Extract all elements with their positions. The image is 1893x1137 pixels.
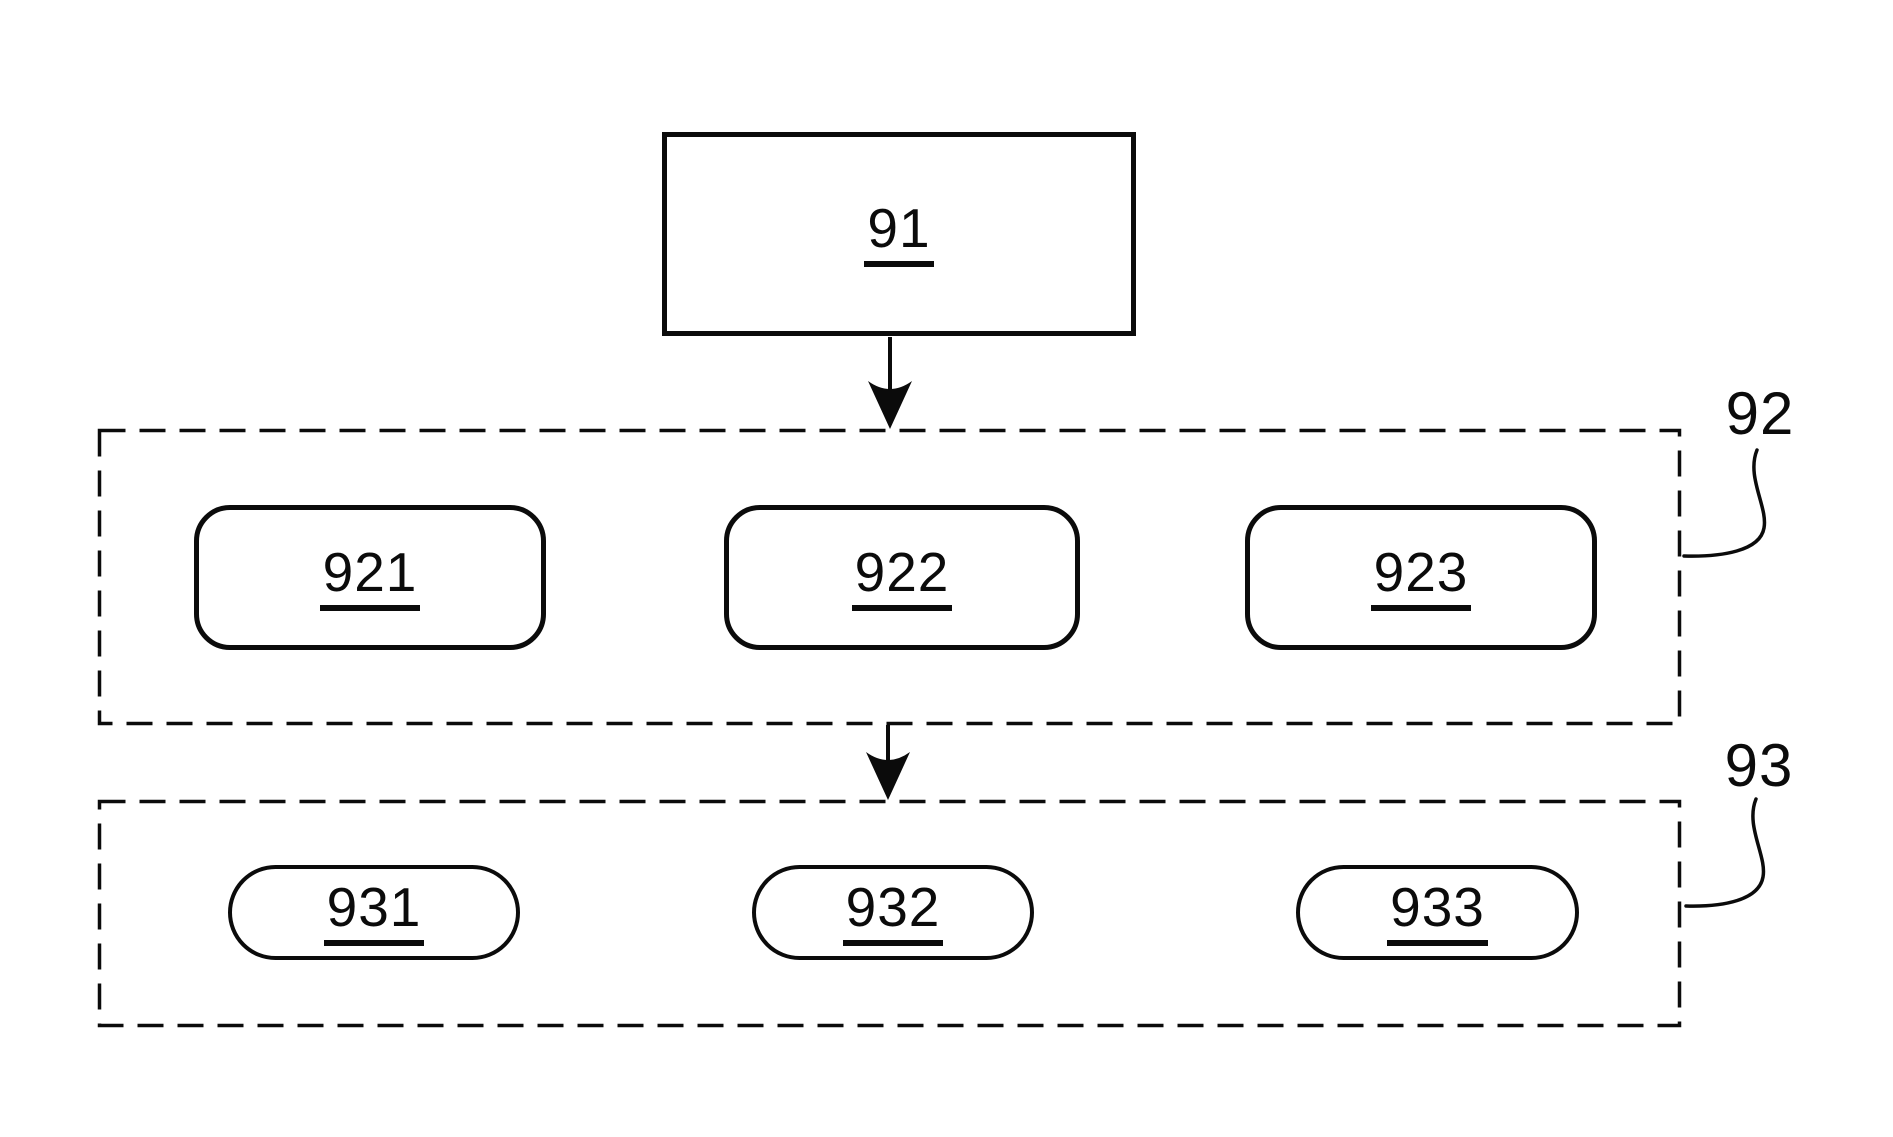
- leader-line-92: [1682, 448, 1767, 558]
- arrow-92-93-head-icon: [866, 752, 910, 800]
- node-931-label: 931: [323, 879, 425, 946]
- node-921-label: 921: [319, 544, 421, 611]
- node-931: 931: [228, 865, 520, 960]
- node-922-label: 922: [851, 544, 953, 611]
- node-932: 932: [752, 865, 1034, 960]
- node-922: 922: [724, 505, 1080, 650]
- node-932-label: 932: [842, 879, 944, 946]
- group-93-label: 93: [1724, 732, 1794, 799]
- node-933-label: 933: [1387, 879, 1488, 946]
- arrow-91-92-head-icon: [868, 381, 912, 429]
- group-92-border: [97, 428, 1682, 726]
- node-921: 921: [194, 505, 546, 650]
- node-923: 923: [1245, 505, 1597, 650]
- group-92-label: 92: [1725, 380, 1795, 447]
- node-91: 91: [662, 132, 1136, 336]
- node-91-label: 91: [864, 201, 934, 267]
- node-923-label: 923: [1370, 544, 1472, 611]
- group-93-border: [97, 799, 1682, 1028]
- node-933: 933: [1296, 865, 1579, 960]
- leader-line-93: [1684, 797, 1766, 908]
